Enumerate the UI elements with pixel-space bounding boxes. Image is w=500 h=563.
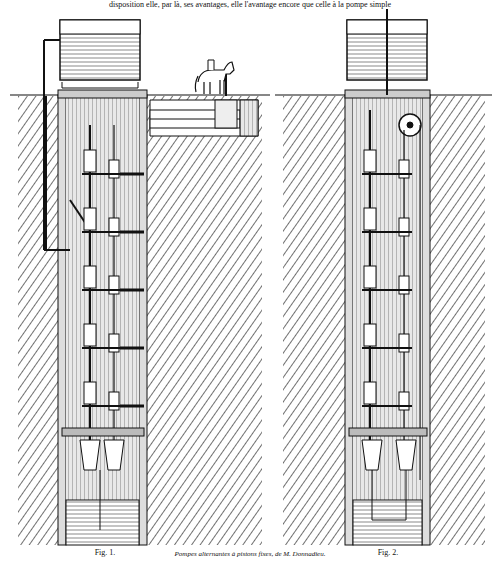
- pump-cylinder: [84, 150, 96, 172]
- pump-cylinder: [109, 218, 119, 236]
- pump-cylinder: [84, 208, 96, 230]
- stay-bracket: [120, 289, 144, 292]
- pump-cylinder: [399, 218, 409, 236]
- pump-cylinder: [84, 324, 96, 346]
- figure-caption: Pompes alternantes à pistons fixes, de M…: [173, 550, 328, 558]
- pump-cylinder: [109, 160, 119, 178]
- stage-crossbar: [82, 173, 122, 175]
- pump-cylinder: [399, 276, 409, 294]
- stage-crossbar: [362, 347, 412, 349]
- pump-cylinder: [84, 266, 96, 288]
- pump-cylinder: [399, 160, 409, 178]
- stage-crossbar: [82, 347, 122, 349]
- stay-bracket: [120, 231, 144, 234]
- stay-bracket: [120, 173, 144, 176]
- pump-cylinder: [399, 334, 409, 352]
- stage-crossbar: [82, 405, 122, 407]
- stage-crossbar: [82, 289, 122, 291]
- stage-crossbar: [362, 231, 412, 233]
- stage-crossbar: [362, 405, 412, 407]
- pump-cylinder: [364, 324, 376, 346]
- stage-crossbar: [362, 289, 412, 291]
- pump-cylinder: [109, 276, 119, 294]
- pump-cylinder: [364, 208, 376, 230]
- text-line: disposition elle, par là, ses avantages,…: [107, 0, 393, 9]
- pump-cylinder: [84, 382, 96, 404]
- figure-number: Fig. 2.: [376, 548, 401, 557]
- stay-bracket: [120, 347, 144, 350]
- stage-crossbar: [362, 173, 412, 175]
- pump-cylinder: [109, 392, 119, 410]
- stay-bracket: [120, 405, 144, 408]
- pump-cylinder: [364, 382, 376, 404]
- figure-number: Fig. 1.: [93, 548, 118, 557]
- pump-cylinder: [109, 334, 119, 352]
- pump-cylinder: [364, 150, 376, 172]
- pump-cylinder: [399, 392, 409, 410]
- pump-cylinder: [364, 266, 376, 288]
- stage-crossbar: [82, 231, 122, 233]
